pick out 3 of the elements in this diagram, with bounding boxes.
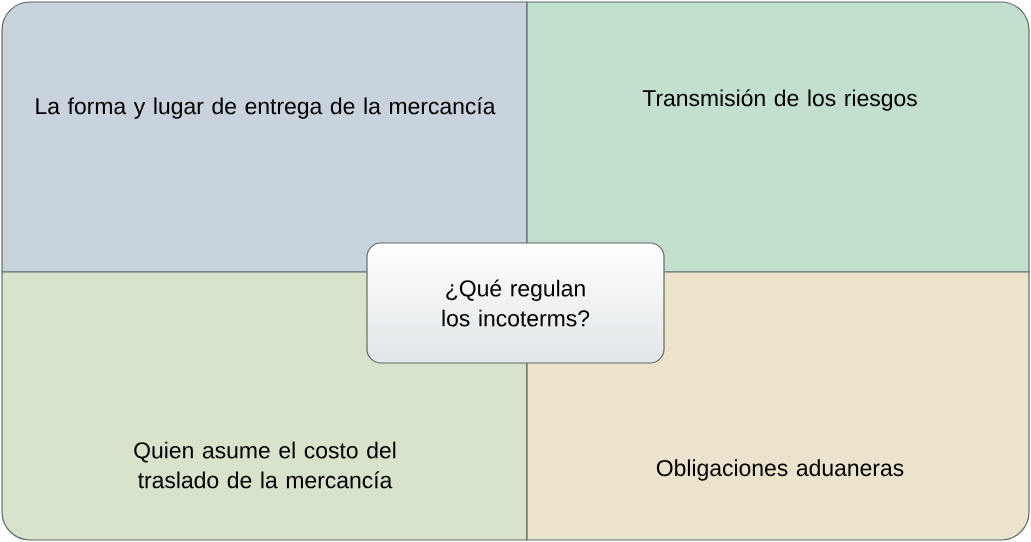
center-box: ¿Qué regulan los incoterms? — [366, 242, 665, 364]
quadrant-box: Transmisión de los riesgos — [526, 1, 1030, 273]
quadrant-box: La forma y lugar de entrega de la mercancía — [1, 1, 528, 273]
